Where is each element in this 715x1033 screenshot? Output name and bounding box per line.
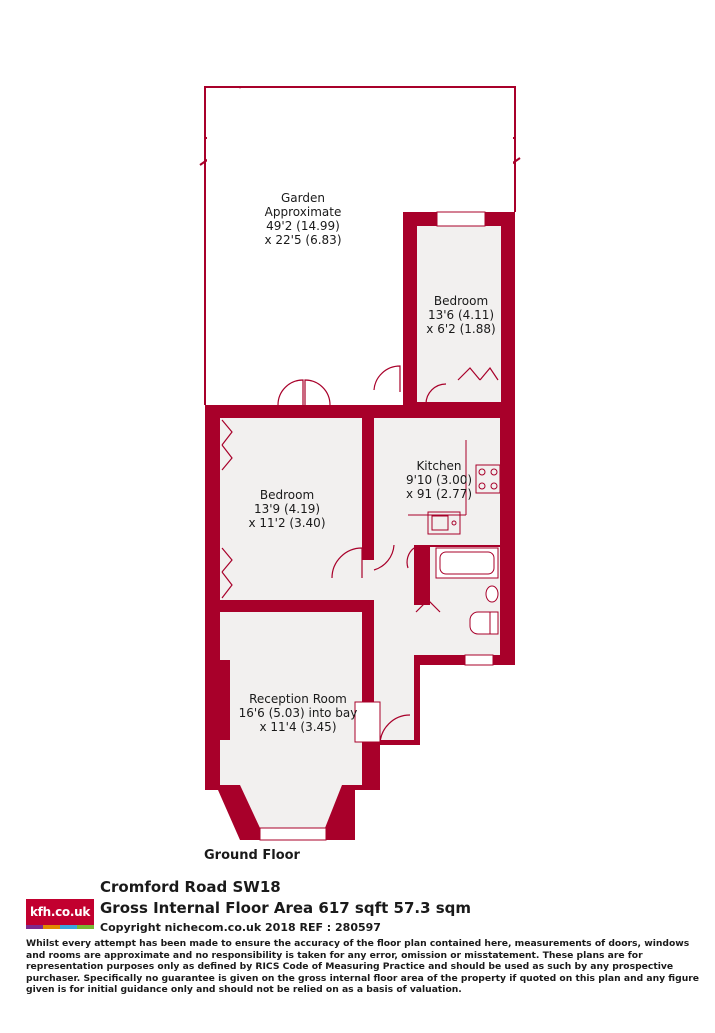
floor-label: Ground Floor — [204, 848, 300, 863]
garden-label-2: Approximate — [265, 205, 342, 219]
reception-label-2: 16'6 (5.03) into bay — [239, 706, 358, 720]
property-address: Cromford Road SW18 — [100, 878, 281, 896]
chimney-breast — [214, 660, 230, 740]
rear-bedroom-label-3: x 6'2 (1.88) — [426, 322, 495, 336]
logo-color-bar — [26, 925, 94, 929]
room-floors — [220, 226, 501, 828]
copyright-reference: Copyright nichecom.co.uk 2018 REF : 2805… — [100, 921, 381, 934]
main-bedroom-label-2: 13'9 (4.19) — [254, 502, 320, 516]
kitchen-label-2: 9'10 (3.00) — [406, 473, 472, 487]
kitchen-fittings — [408, 440, 501, 535]
logo-text: kfh.co.uk — [26, 899, 94, 925]
garden-label-3: 49'2 (14.99) — [266, 219, 340, 233]
disclaimer-text: Whilst every attempt has been made to en… — [26, 938, 700, 995]
kitchen-label-1: Kitchen — [416, 459, 461, 473]
floor-plan: Garden Approximate 49'2 (14.99) x 22'5 (… — [199, 86, 521, 841]
windows — [259, 211, 494, 841]
main-bedroom-label-1: Bedroom — [260, 488, 314, 502]
reception-label-1: Reception Room — [249, 692, 347, 706]
reception-label-3: x 11'4 (3.45) — [259, 720, 336, 734]
rear-bedroom-label-2: 13'6 (4.11) — [428, 308, 494, 322]
room-labels: Garden Approximate 49'2 (14.99) x 22'5 (… — [239, 191, 496, 734]
main-bedroom-label-3: x 11'2 (3.40) — [248, 516, 325, 530]
kfh-logo[interactable]: kfh.co.uk — [26, 899, 94, 929]
garden-label-1: Garden — [281, 191, 325, 205]
kitchen-label-3: x 91 (2.77) — [406, 487, 472, 501]
rear-bedroom-label-1: Bedroom — [434, 294, 488, 308]
doors — [221, 365, 499, 746]
gross-internal-area: Gross Internal Floor Area 617 sqft 57.3 … — [100, 899, 472, 917]
bathroom-fittings — [435, 547, 499, 635]
garden-label-4: x 22'5 (6.83) — [264, 233, 341, 247]
